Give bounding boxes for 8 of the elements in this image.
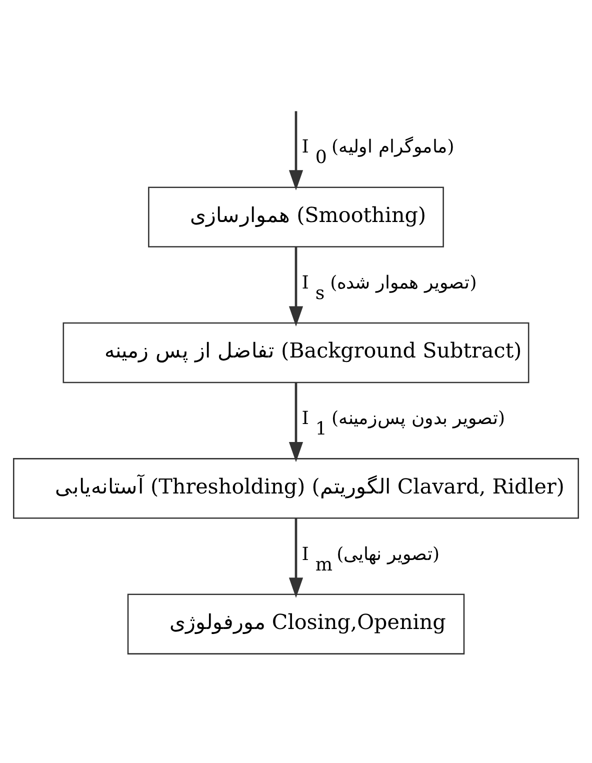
node-box: مورفولوژی Closing,Opening bbox=[127, 593, 465, 654]
node-box: تفاضل از پس زمینه (Background Subtract) bbox=[62, 322, 530, 383]
arrow bbox=[288, 246, 304, 326]
node-box: هموارسازی (Smoothing) bbox=[148, 186, 444, 247]
node-box: آستانه‌یابی (Thresholding) (الگوریتم Clavard, Ridler) bbox=[13, 458, 579, 518]
arrow bbox=[288, 382, 304, 462]
arrow bbox=[288, 110, 304, 190]
arrow bbox=[288, 518, 304, 598]
